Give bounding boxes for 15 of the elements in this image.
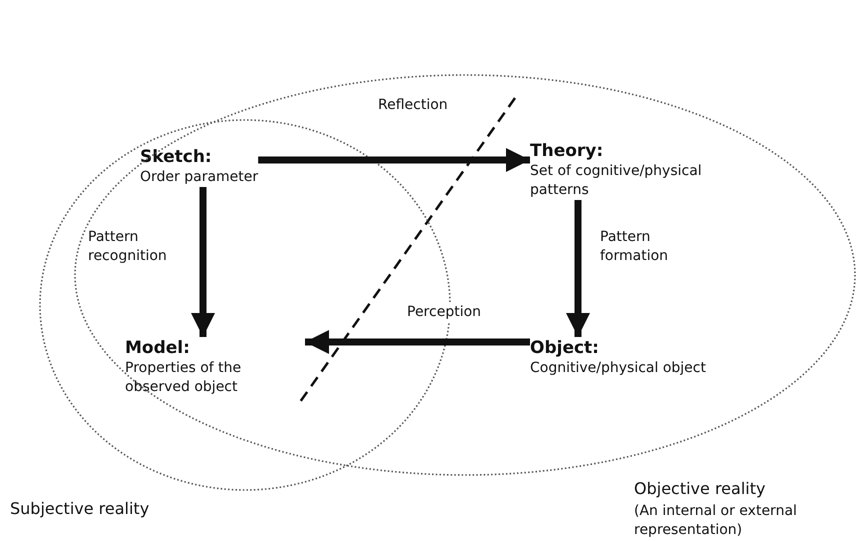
arrow: [305, 330, 530, 354]
concept-description: Properties of the observed object: [125, 359, 242, 397]
concept-heading: Object:: [530, 337, 600, 359]
concept-description: Set of cognitive/physical patterns: [530, 162, 703, 200]
concept-heading: Sketch:: [140, 146, 213, 168]
arrow: [258, 148, 530, 172]
arrow: [566, 200, 590, 337]
concept-description: Cognitive/physical object: [530, 359, 706, 378]
concept-heading: Theory:: [530, 140, 604, 162]
concept-heading: Model:: [125, 337, 191, 359]
region-note: (An internal or external representation): [634, 502, 798, 540]
region-title: Objective reality: [634, 478, 766, 499]
arrow: [191, 187, 215, 337]
concept-description: Order parameter: [140, 168, 258, 187]
region-title: Subjective reality: [10, 498, 150, 519]
